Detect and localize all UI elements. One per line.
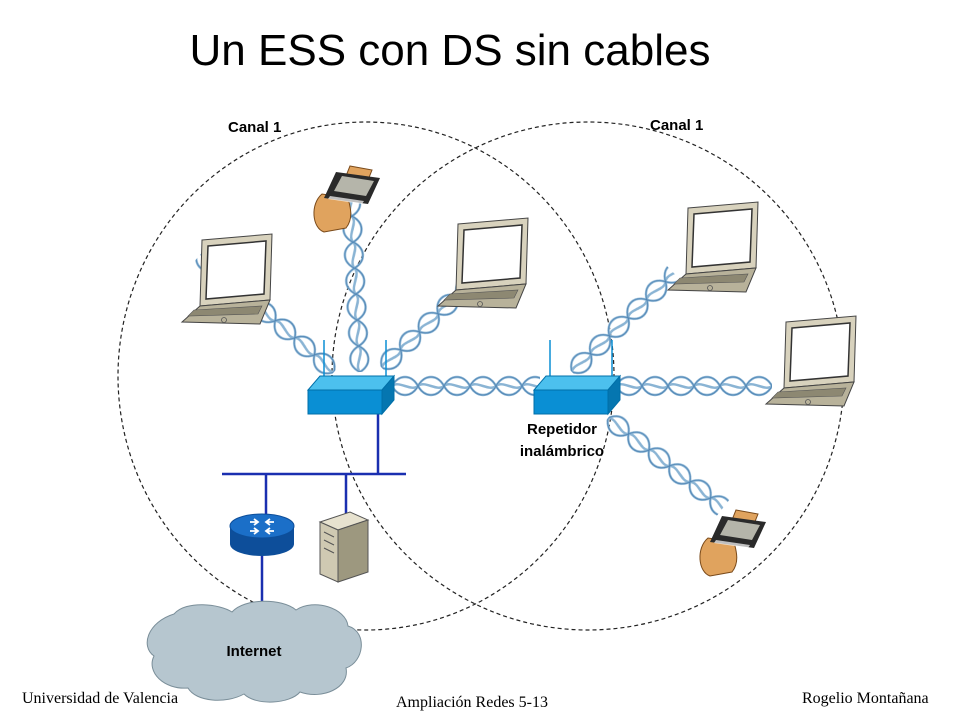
router-icon — [229, 513, 295, 556]
laptop-icon — [765, 315, 857, 407]
access-point-icon — [306, 340, 396, 416]
laptop-icon — [181, 233, 273, 325]
footer-left: Universidad de Valencia — [22, 690, 179, 707]
pda-icon — [313, 165, 381, 233]
ethernet-segment — [222, 412, 406, 608]
access-point-icon — [532, 340, 622, 416]
footer-center: Ampliación Redes 5-13 — [396, 694, 548, 711]
footer-right: Rogelio Montañana — [802, 690, 929, 707]
cloud-icon — [146, 600, 362, 703]
laptop-icon — [437, 217, 529, 309]
server-icon — [318, 511, 370, 583]
laptop-icon — [667, 201, 759, 293]
channel-label-right: Canal 1 — [650, 117, 703, 134]
internet-label: Internet — [226, 643, 281, 660]
repeater-label-line1: Repetidor — [527, 421, 597, 438]
repeater-label-line2: inalámbrico — [520, 443, 604, 460]
slide-title: Un ESS con DS sin cables — [189, 26, 711, 75]
pda-icon — [699, 509, 767, 577]
channel-label-left: Canal 1 — [228, 119, 281, 136]
